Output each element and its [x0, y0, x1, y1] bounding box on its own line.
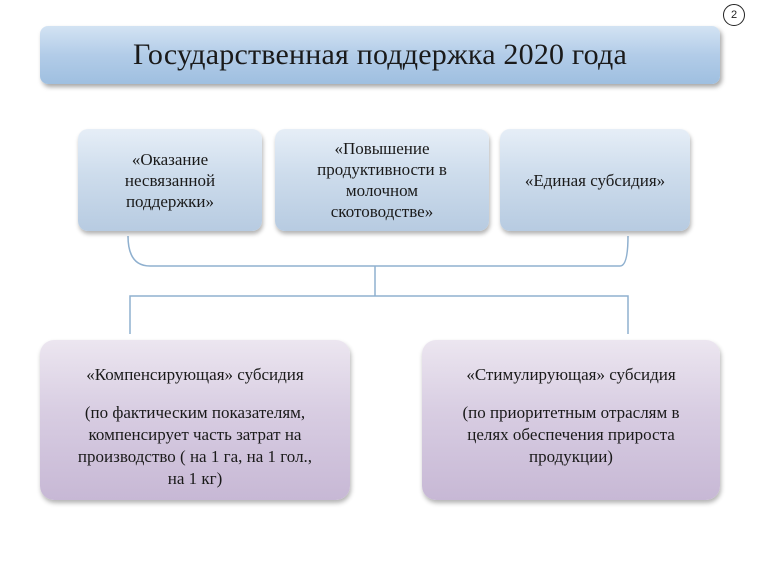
stimulating-subsidy-description: (по приоритетным отраслям в целях обеспе…	[462, 403, 680, 466]
bottom-bracket	[129, 295, 629, 334]
top-box-single-subsidy: «Единая субсидия»	[500, 129, 690, 231]
compensating-subsidy-heading: «Компенсирующая» субсидия	[86, 365, 304, 384]
top-bracket	[127, 235, 629, 267]
bottom-box-stimulating-subsidy: «Стимулирующая» субсидия (по приоритетны…	[422, 340, 720, 500]
top-box-decoupled-support: «Оказание несвязанной поддержки»	[78, 129, 262, 231]
page-title: Государственная поддержка 2020 года	[133, 38, 627, 71]
title-banner: Государственная поддержка 2020 года	[40, 26, 720, 84]
stimulating-subsidy-heading: «Стимулирующая» субсидия	[466, 365, 676, 384]
page-number-badge: 2	[723, 4, 745, 26]
bottom-box-compensating-subsidy: «Компенсирующая» субсидия (по фактически…	[40, 340, 350, 500]
compensating-subsidy-description: (по фактическим показателям, компенсируе…	[77, 403, 313, 488]
top-box-dairy-productivity: «Повышение продуктивности в молочном ско…	[275, 129, 489, 231]
